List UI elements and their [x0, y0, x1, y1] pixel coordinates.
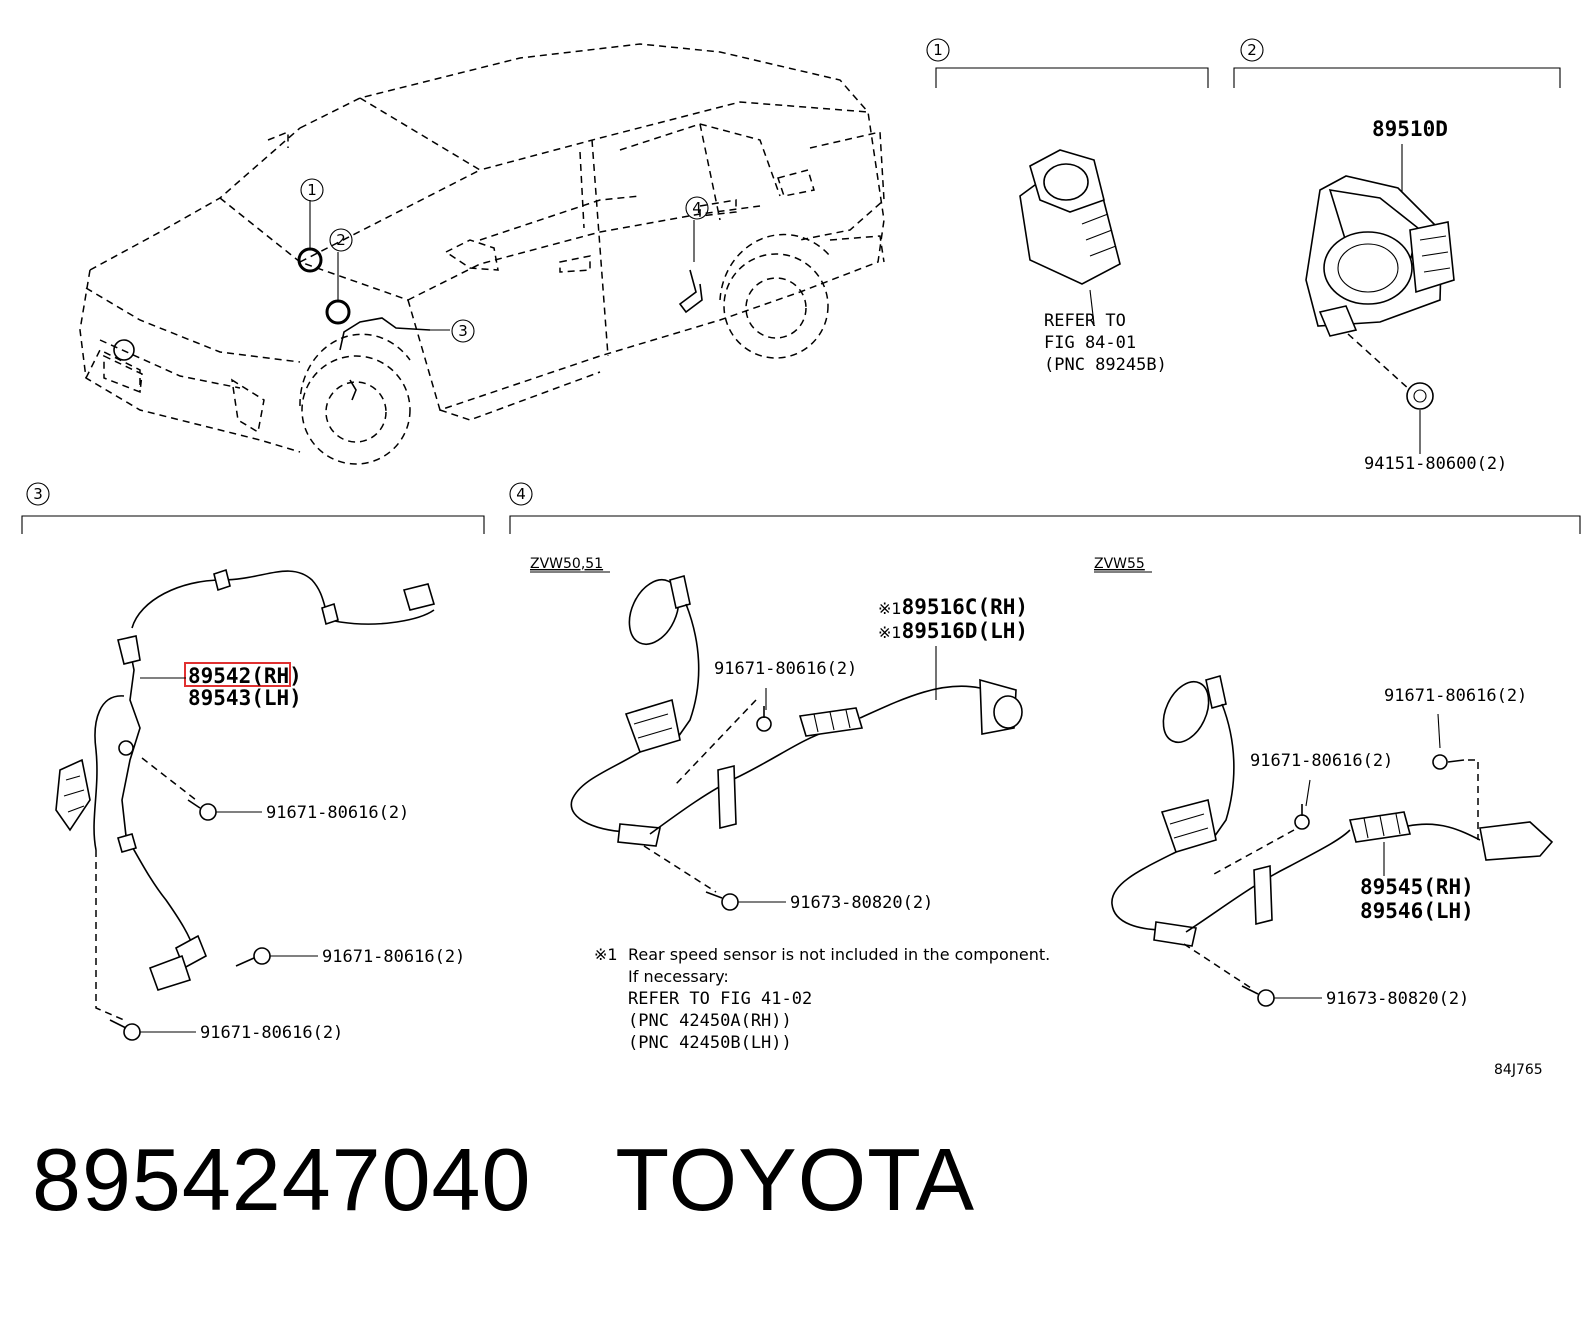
sensor-89516d-lh: ※189516D(LH)	[878, 619, 1028, 643]
svg-text:REFER TO: REFER TO	[1044, 311, 1126, 331]
part-89543-lh: 89543(LH)	[188, 686, 302, 710]
part-89542-rh: 89542(RH)	[188, 664, 302, 688]
car-illustration	[79, 43, 885, 465]
svg-text:94151-80600(2): 94151-80600(2)	[1364, 454, 1507, 474]
svg-text:91671-80616(2): 91671-80616(2)	[266, 803, 409, 823]
svg-text:91671-80616(2): 91671-80616(2)	[1384, 686, 1527, 706]
svg-text:FIG 84-01: FIG 84-01	[1044, 333, 1136, 353]
footer-brand: TOYOTA	[615, 1130, 976, 1229]
highlight-box	[184, 662, 291, 687]
svg-text:2: 2	[336, 231, 346, 249]
variant-zvw50-51-label: ZVW50,51	[530, 556, 603, 572]
svg-text:1: 1	[933, 41, 943, 59]
bolt-b-illustration	[235, 947, 271, 967]
svg-text:(PNC 42450B(LH)): (PNC 42450B(LH))	[628, 1033, 792, 1053]
svg-text:※1: ※1	[594, 945, 618, 964]
svg-text:REFER TO FIG 41-02: REFER TO FIG 41-02	[628, 989, 812, 1009]
svg-text:4: 4	[516, 485, 526, 503]
svg-text:4: 4	[692, 199, 702, 217]
front-sensor-harness-illustration	[55, 568, 436, 991]
sensor-89510d-illustration	[1305, 175, 1455, 337]
svg-text:Rear speed sensor is not inclu: Rear speed sensor is not included in the…	[628, 945, 1050, 964]
bolt-a-illustration	[187, 799, 217, 821]
rear-harness-b-illustration	[1111, 674, 1554, 947]
bolt-a-upper-illustration	[756, 706, 772, 732]
svg-text:2: 2	[1247, 41, 1257, 59]
svg-text:89510D: 89510D	[1372, 117, 1448, 141]
car-callout-2: 2	[329, 228, 353, 252]
sensor-89245b-illustration	[1019, 149, 1121, 285]
variant-zvw55-label: ZVW55	[1094, 556, 1145, 572]
footnote: ※1 Rear speed sensor is not included in …	[594, 945, 1050, 1053]
svg-text:1: 1	[307, 181, 317, 199]
bolt-b-upper-right-illustration	[1432, 754, 1465, 770]
bolt-c-illustration	[109, 1019, 141, 1041]
car-callout-4: 4	[685, 196, 709, 220]
footer-part-number: 8954247040	[32, 1130, 532, 1229]
sensor-89516c-rh: ※189516C(RH)	[878, 595, 1028, 619]
svg-text:91671-80616(2): 91671-80616(2)	[1250, 751, 1393, 771]
svg-text:3: 3	[33, 485, 43, 503]
section-2: 2 89510D 94151-80600(2)	[1233, 38, 1561, 474]
svg-text:91673-80820(2): 91673-80820(2)	[790, 893, 933, 913]
svg-text:(PNC 42450A(RH)): (PNC 42450A(RH))	[628, 1011, 792, 1031]
svg-text:(PNC 89245B): (PNC 89245B)	[1044, 355, 1167, 375]
svg-text:91671-80616(2): 91671-80616(2)	[200, 1023, 343, 1043]
rear-harness-a-illustration	[570, 574, 1023, 847]
svg-text:3: 3	[458, 322, 468, 340]
svg-text:91671-80616(2): 91671-80616(2)	[714, 659, 857, 679]
clip-94151-illustration	[1406, 382, 1434, 410]
section-3: 3 89542(RH) 89543(LH) 91671-	[21, 482, 485, 1043]
bolt-b-lower-illustration	[1241, 985, 1275, 1007]
section-4: 4 ZVW50,51 ※189516C(RH) ※189516D(LH) 916…	[509, 482, 1581, 1053]
svg-text:91673-80820(2): 91673-80820(2)	[1326, 989, 1469, 1009]
section-1: 1 REFER TO FIG 84-01 (PNC 89245B)	[926, 38, 1209, 375]
svg-text:If necessary:: If necessary:	[628, 967, 729, 986]
svg-text:91671-80616(2): 91671-80616(2)	[322, 947, 465, 967]
car-callout-1: 1	[300, 178, 324, 202]
bolt-b-upper-illustration	[1294, 804, 1310, 830]
car-callout-3: 3	[451, 319, 475, 343]
bolt-a-lower-illustration	[705, 891, 739, 911]
figure-code: 84J765	[1494, 1062, 1543, 1078]
sensor-89545-rh: 89545(RH)	[1360, 875, 1474, 899]
sensor-89546-lh: 89546(LH)	[1360, 899, 1474, 923]
